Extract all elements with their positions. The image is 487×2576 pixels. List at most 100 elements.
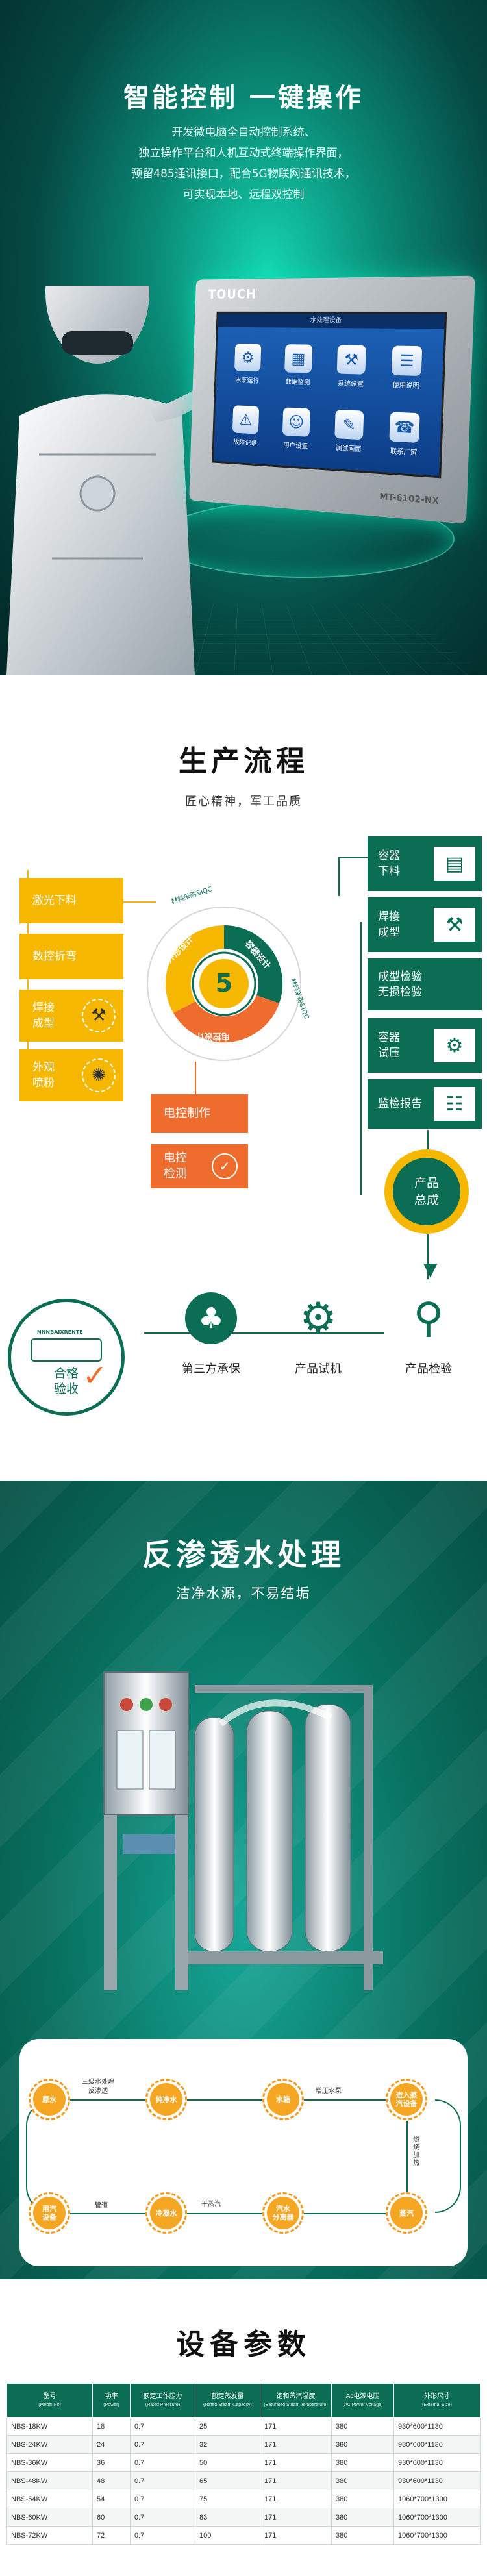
screen-app-manual[interactable]: ☰使用说明 xyxy=(381,338,432,399)
monitor-brand: TOUCH xyxy=(208,286,256,302)
step-pressure-test: 容器 试压 ⚙ xyxy=(368,1018,482,1073)
params-table: 型号(Model No) 功率(Power) 额定工作压力(Rated Pres… xyxy=(6,2383,481,2545)
check-icon: ✓ xyxy=(212,1153,238,1179)
flow-connector xyxy=(406,2121,408,2192)
header-en: (Rated Steam Capacity) xyxy=(197,2401,258,2409)
step-water-tank: 水箱 xyxy=(262,2079,304,2120)
table-cell: 171 xyxy=(260,2436,332,2454)
control-desc-line: 可实现本地、远程双控制 xyxy=(0,184,487,205)
step-label: 电控 检测 xyxy=(151,1151,187,1182)
header-capacity: 额定蒸发量(Rated Steam Capacity) xyxy=(195,2384,260,2418)
step-label: 焊接 成型 xyxy=(368,909,400,940)
screen-app-faults[interactable]: ⚠ 故障记录 xyxy=(223,397,268,455)
table-cell: 60 xyxy=(93,2508,131,2527)
table-row: NBS-24KW240.732171380930*600*1130 xyxy=(7,2436,481,2454)
chart-icon: ▦ xyxy=(284,344,312,373)
table-row: NBS-54KW540.7751713801060*700*1300 xyxy=(7,2490,481,2508)
flow-connector xyxy=(427,1130,429,1149)
table-cell: NBS-36KW xyxy=(7,2454,93,2472)
step-label: 用汽 设备 xyxy=(33,2197,66,2229)
step-report: 监检报告 ☷ xyxy=(368,1079,482,1129)
warning-icon: ⚠ xyxy=(232,405,259,434)
table-cell: 100 xyxy=(195,2527,260,2545)
header-cn: 外形尺寸 xyxy=(424,2393,450,2400)
step-label: 产品 总成 xyxy=(393,1158,460,1225)
steam-flow-card: 原水 纯净水 水箱 进入蒸 汽设备 蒸汽 汽水 分离器 冷凝水 用汽 设备 三级… xyxy=(19,2039,468,2266)
table-cell: 0.7 xyxy=(131,2454,195,2472)
screen-app-label: 数据监测 xyxy=(285,376,310,386)
header-en: (External Size) xyxy=(395,2401,479,2409)
header-en: (Power) xyxy=(94,2401,129,2409)
step-inspection: 成型检验 无损检验 xyxy=(368,958,482,1010)
screen-app-label: 故障记录 xyxy=(233,436,257,447)
screen-app-settings[interactable]: ⚒系统设置 xyxy=(327,337,377,397)
screen-app-monitor[interactable]: ▦ 数据监测 xyxy=(275,336,322,395)
step-pure-water: 纯净水 xyxy=(145,2079,187,2120)
params-title: 设备参数 xyxy=(0,2321,487,2362)
screen-header: 水处理设备 xyxy=(218,314,445,329)
step-user-equipment: 用汽 设备 xyxy=(29,2192,70,2234)
flow-connector xyxy=(70,2099,145,2101)
welder-icon: ⚒ xyxy=(82,999,116,1032)
ro-title: 反渗透水处理 xyxy=(0,1531,487,1574)
wheel-label-electric: 电控设计 xyxy=(196,1031,230,1044)
step-product-inspection: 产品检验 xyxy=(380,1360,477,1377)
wheel-ring-text: 材料采购&IQC xyxy=(169,883,213,906)
report-icon: ☷ xyxy=(434,1087,475,1121)
table-header-row: 型号(Model No) 功率(Power) 额定工作压力(Rated Pres… xyxy=(7,2384,481,2418)
step-electric-testing: 电控 检测 ✓ xyxy=(151,1144,248,1188)
table-cell: 48 xyxy=(93,2472,131,2490)
screen-app-debug[interactable]: ✎调试画面 xyxy=(324,401,373,462)
flow-connector xyxy=(195,1062,196,1094)
touch-monitor: TOUCH 水处理设备 ⚙水泵运行 ▦ 数据监测 ⚒系统设置 ☰使用说明 ⚠ 故障记… xyxy=(189,276,475,524)
table-row: NBS-48KW480.765171380930*600*1130 xyxy=(7,2472,481,2490)
step-raw-water: 原水 xyxy=(29,2079,70,2120)
table-cell: 171 xyxy=(260,2454,332,2472)
table-cell: 54 xyxy=(93,2490,131,2508)
inspect-icon: ⚲ xyxy=(396,1286,461,1351)
checkmark-icon: ✓ xyxy=(82,1358,108,1393)
table-cell: 1060*700*1300 xyxy=(394,2527,481,2545)
step-label: 容器 下料 xyxy=(368,848,400,879)
screen-app-contact[interactable]: ☎ 联系厂家 xyxy=(379,403,431,466)
params-section: 设备参数 型号(Model No) 功率(Power) 额定工作压力(Rated… xyxy=(0,2279,487,2576)
table-row: NBS-72KW720.71001713801060*700*1300 xyxy=(7,2527,481,2545)
step-steam: 蒸汽 xyxy=(386,2192,427,2234)
header-cn: 功率 xyxy=(105,2393,118,2400)
table-cell: 25 xyxy=(195,2418,260,2436)
ro-section: 反渗透水处理 洁净水源，不易结垢 xyxy=(0,1481,487,2279)
screen-app-pump[interactable]: ⚙水泵运行 xyxy=(225,336,271,393)
tree-icon: ♣ xyxy=(185,1292,237,1344)
header-model: 型号(Model No) xyxy=(7,2384,93,2418)
screen-app-users[interactable]: ☺用户设置 xyxy=(273,399,320,458)
user-icon: ☺ xyxy=(282,407,310,436)
screen-app-label: 水泵运行 xyxy=(235,375,259,385)
screen-app-label: 联系厂家 xyxy=(390,445,418,457)
table-cell: 380 xyxy=(332,2436,394,2454)
table-cell: 930*600*1130 xyxy=(394,2472,481,2490)
acceptance-brand: NNNBAIXRENTE xyxy=(37,1329,83,1335)
table-cell: 83 xyxy=(195,2508,260,2527)
table-cell: 0.7 xyxy=(131,2436,195,2454)
table-cell: 380 xyxy=(332,2527,394,2545)
step-label: 电控制作 xyxy=(151,1106,210,1121)
header-en: (Model No) xyxy=(8,2401,91,2409)
phone-icon: ☎ xyxy=(389,412,419,443)
screen-app-label: 系统设置 xyxy=(338,378,364,388)
step-label: 蒸汽 xyxy=(390,2197,423,2229)
production-title: 生产流程 xyxy=(0,738,487,779)
table-cell: NBS-72KW xyxy=(7,2527,93,2545)
table-cell: 930*600*1130 xyxy=(394,2418,481,2436)
table-cell: 75 xyxy=(195,2490,260,2508)
table-cell: 50 xyxy=(195,2454,260,2472)
step-label: 监检报告 xyxy=(368,1096,422,1112)
flow-connector xyxy=(360,922,362,1195)
step-condensate: 冷凝水 xyxy=(145,2192,187,2234)
step-acceptance: NNNBAIXRENTE 合格 验收 ✓ xyxy=(8,1299,125,1416)
step-welding-left: 焊接 成型 ⚒ xyxy=(19,990,123,1042)
table-cell: NBS-18KW xyxy=(7,2418,93,2436)
header-en: (AC Power Voltage) xyxy=(333,2401,392,2409)
header-voltage: Ac电源电压(AC Power Voltage) xyxy=(332,2384,394,2418)
table-cell: 36 xyxy=(93,2454,131,2472)
step-label: 焊接 成型 xyxy=(32,1000,55,1031)
